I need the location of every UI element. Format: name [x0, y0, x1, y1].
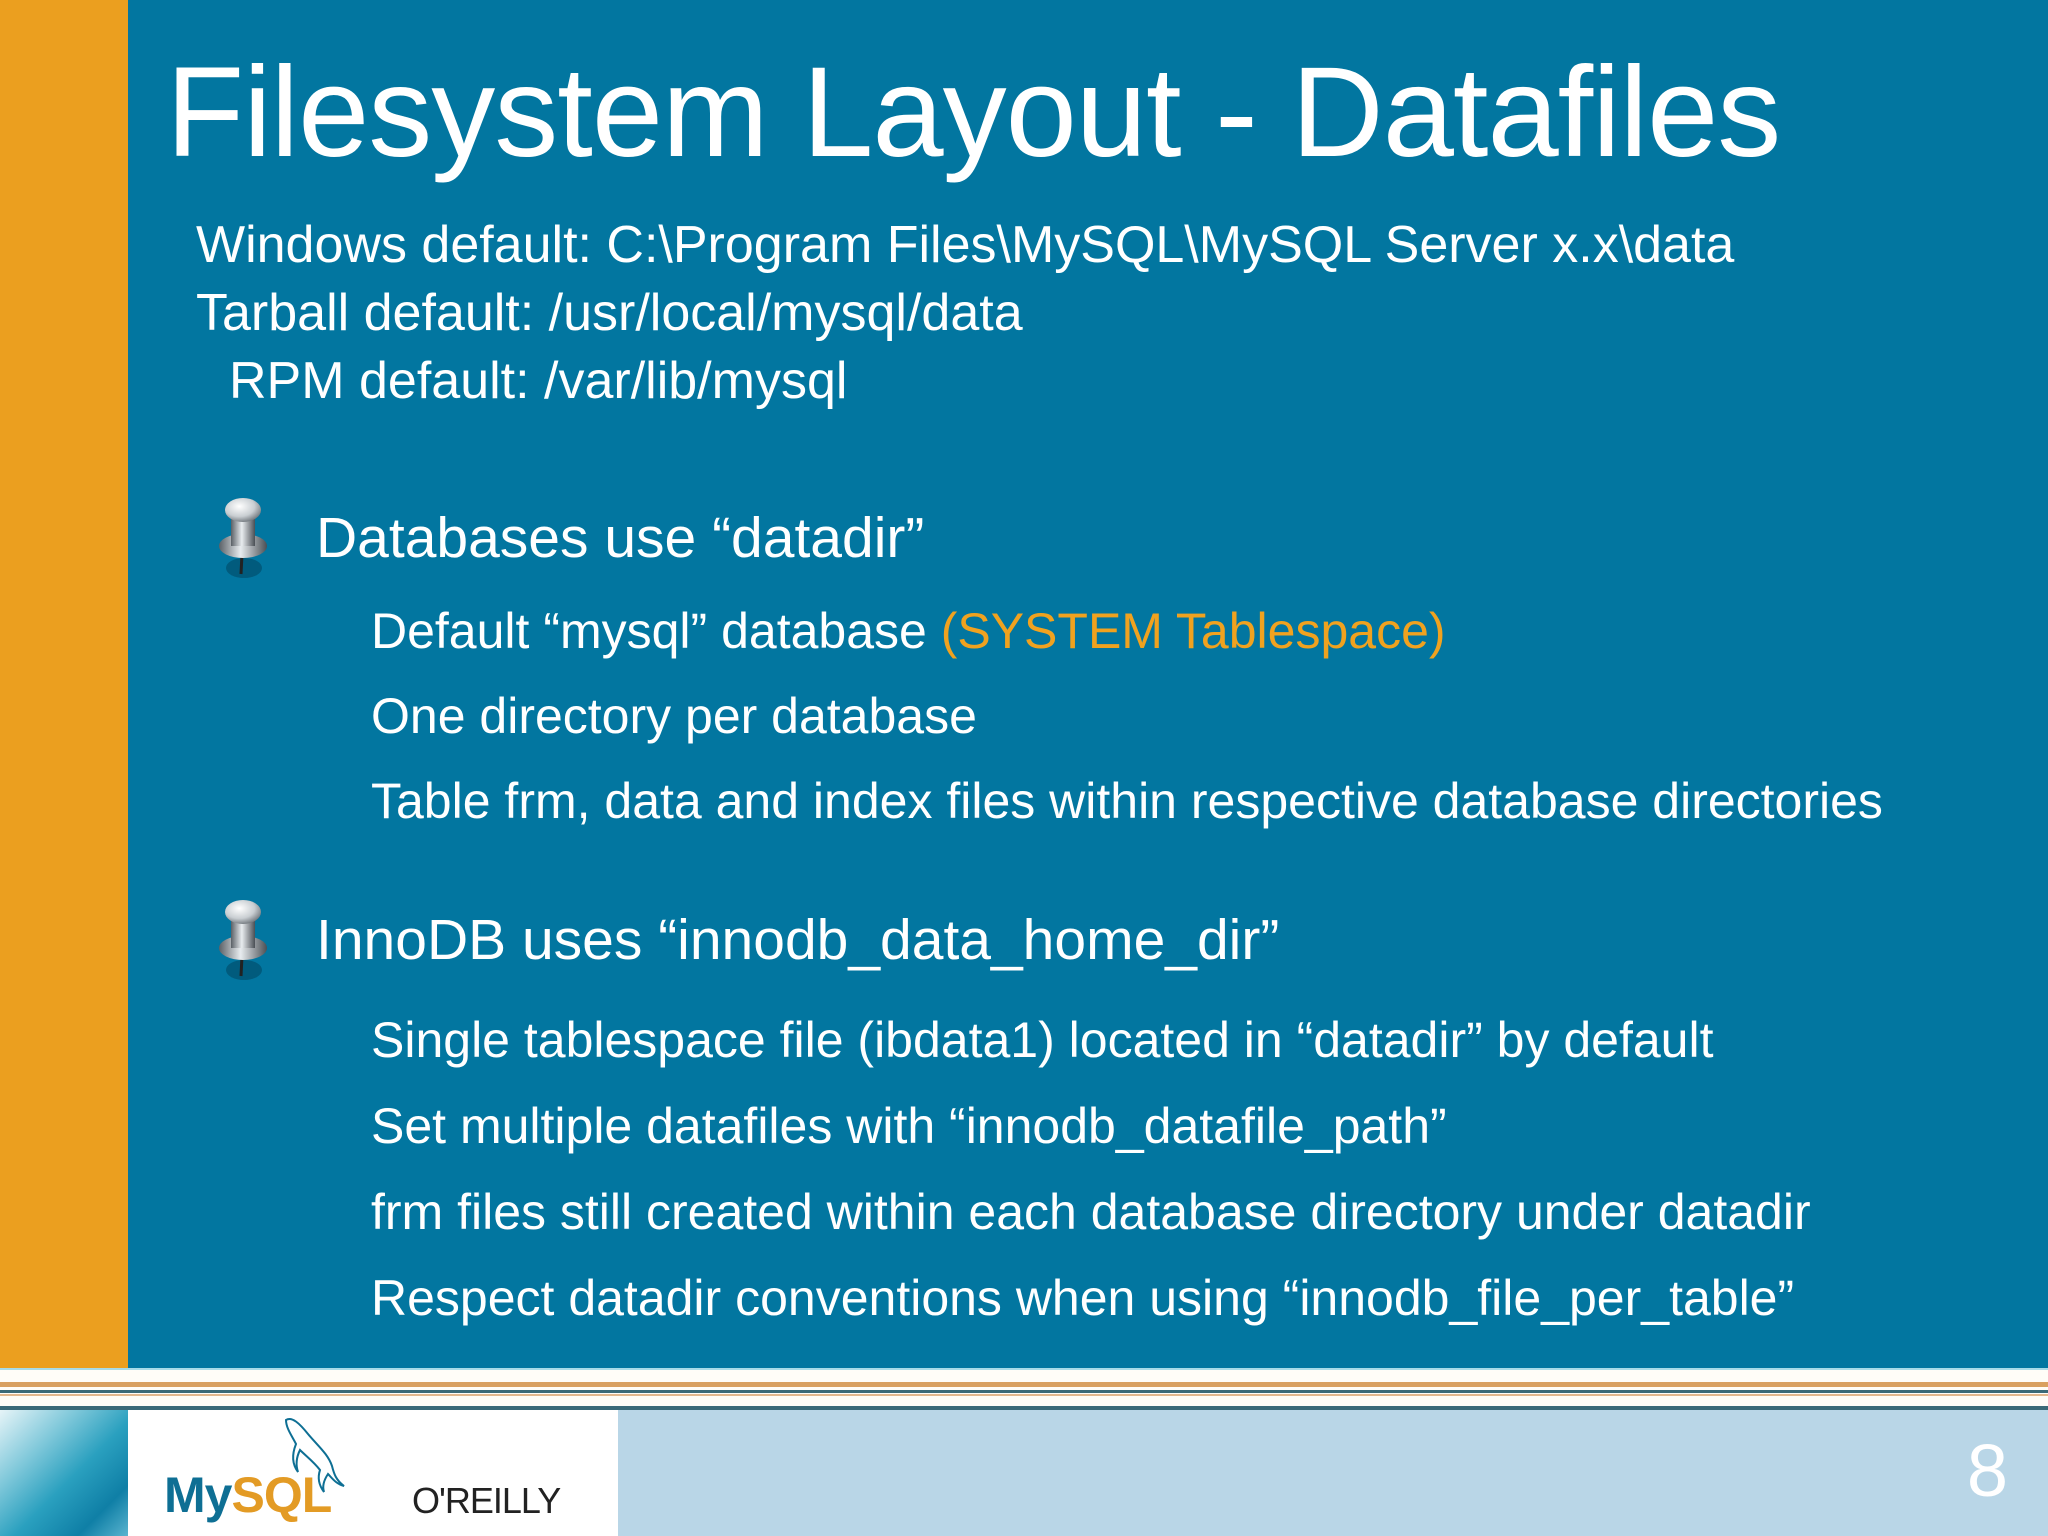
logo-area: MySQL O'REILLY: [128, 1410, 618, 1536]
subitem-one-directory: One directory per database: [371, 688, 977, 744]
accent-side-bar: [0, 0, 128, 1368]
page-number: 8: [1966, 1429, 2008, 1512]
pushpin-icon: [219, 900, 267, 980]
pushpin-icon: [219, 498, 267, 578]
dolphin-logo-icon: [284, 1418, 345, 1493]
bullet-innodb-data-home-dir: InnoDB uses “innodb_data_home_dir”: [316, 908, 1280, 972]
tarball-default-text: Tarball default: /usr/local/mysql/data: [196, 284, 1023, 342]
wave-image: [0, 1410, 128, 1536]
windows-default-text: Windows default: C:\Program Files\MySQL\…: [196, 216, 1735, 274]
mysql-logo-my: My: [164, 1467, 232, 1523]
subitem-file-per-table: Respect datadir conventions when using “…: [371, 1270, 1795, 1326]
bullet-databases-datadir: Databases use “datadir”: [316, 506, 925, 570]
subitem-text: Default “mysql” database: [371, 603, 941, 659]
mysql-logo-sql: SQL: [231, 1467, 332, 1523]
footer-divider-stripes: [0, 1368, 2048, 1410]
subitem-multiple-datafiles: Set multiple datafiles with “innodb_data…: [371, 1098, 1447, 1154]
oreilly-logo: O'REILLY: [412, 1480, 561, 1521]
slide-body: [128, 0, 2048, 1368]
system-tablespace-highlight: (SYSTEM Tablespace): [940, 603, 1446, 659]
subitem-single-tablespace: Single tablespace file (ibdata1) located…: [371, 1012, 1714, 1068]
subitem-frm-files: frm files still created within each data…: [371, 1184, 1811, 1240]
footer: MySQL O'REILLY 8: [0, 1410, 2048, 1536]
rpm-default-text: RPM default: /var/lib/mysql: [229, 352, 848, 410]
slide-title: Filesystem Layout - Datafiles: [166, 41, 1781, 184]
mysql-logo: MySQL: [164, 1466, 332, 1524]
subitem-default-mysql-database: Default “mysql” database (SYSTEM Tablesp…: [371, 601, 1446, 661]
subitem-table-files: Table frm, data and index files within r…: [371, 773, 1883, 829]
